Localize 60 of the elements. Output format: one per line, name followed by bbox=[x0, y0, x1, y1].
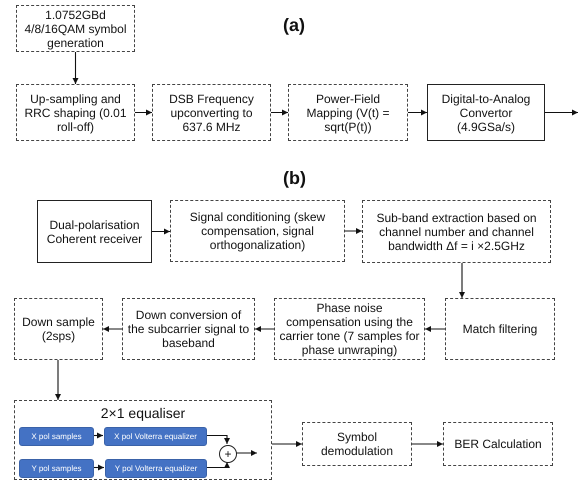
arrow bbox=[206, 462, 230, 468]
processing-block bbox=[105, 459, 207, 478]
box-label: 1.0752GBd 4/8/16QAM symbol generation bbox=[23, 8, 128, 50]
arrow bbox=[93, 432, 103, 438]
box-label: DSB Frequency upconverting to 637.6 MHz bbox=[168, 92, 255, 134]
arrow bbox=[545, 110, 578, 116]
box-label: Down sample (2sps) bbox=[21, 315, 96, 343]
panel-label: (a) bbox=[283, 15, 305, 36]
box-label: Power-Field Mapping (V(t) = sqrt(P(t)) bbox=[305, 92, 391, 134]
arrow bbox=[236, 450, 257, 456]
box-label: Phase noise compensation using the carrier tone (7 samples for phase unwraping) bbox=[278, 301, 421, 357]
arrow bbox=[72, 52, 78, 84]
box-label: X pol Volterra equalizer bbox=[114, 432, 197, 442]
process-box bbox=[37, 200, 152, 263]
process-box bbox=[362, 200, 551, 263]
arrow bbox=[135, 110, 152, 116]
processing-block bbox=[104, 427, 207, 446]
arrow bbox=[93, 464, 104, 470]
equaliser-group-box bbox=[14, 400, 272, 480]
arrow bbox=[255, 326, 274, 332]
process-box bbox=[427, 84, 545, 141]
process-box bbox=[122, 298, 255, 360]
box-label: Down conversion of the subcarrier signal to baseband bbox=[126, 308, 250, 350]
box-label: BER Calculation bbox=[454, 437, 542, 451]
process-box bbox=[16, 84, 135, 141]
arrow bbox=[206, 434, 230, 444]
arrow bbox=[425, 326, 445, 332]
arrow bbox=[412, 441, 443, 447]
arrow bbox=[345, 228, 362, 234]
arrow bbox=[152, 228, 170, 234]
arrow bbox=[103, 326, 122, 332]
arrow bbox=[408, 110, 427, 116]
processing-block bbox=[19, 427, 94, 446]
box-label: Symbol demodulation bbox=[320, 430, 394, 458]
panel-label: (b) bbox=[283, 168, 306, 189]
process-box bbox=[445, 298, 555, 360]
box-label: Y pol samples bbox=[31, 464, 82, 474]
process-box bbox=[14, 298, 103, 360]
process-box bbox=[16, 5, 135, 52]
group-heading: 2×1 equaliser bbox=[100, 405, 186, 421]
box-label: Up-sampling and RRC shaping (0.01 roll-off) bbox=[23, 92, 128, 134]
arrow bbox=[55, 360, 61, 400]
process-box bbox=[170, 200, 345, 262]
process-box bbox=[288, 84, 408, 141]
box-label: Signal conditioning (skew compensation, signal orthogonalization) bbox=[188, 210, 326, 252]
process-box bbox=[302, 422, 412, 466]
plus-sign: + bbox=[224, 447, 232, 461]
box-label: Sub-band extraction based on channel number and channel bandwidth Δf = i ×2.5GHz bbox=[375, 210, 538, 252]
box-label: Y pol Volterra equalizer bbox=[114, 464, 198, 474]
box-label: X pol samples bbox=[31, 432, 82, 442]
arrow bbox=[271, 110, 288, 116]
arrow bbox=[272, 441, 302, 447]
box-label: Dual-polarisation Coherent receiver bbox=[46, 218, 144, 246]
box-label: Match filtering bbox=[462, 322, 538, 336]
box-label: Digital-to-Analog Convertor (4.9GSa/s) bbox=[440, 92, 532, 134]
processing-block bbox=[19, 459, 94, 478]
process-box bbox=[152, 84, 271, 141]
arrow bbox=[459, 263, 465, 298]
process-box bbox=[443, 422, 553, 466]
summing-junction bbox=[219, 445, 237, 463]
